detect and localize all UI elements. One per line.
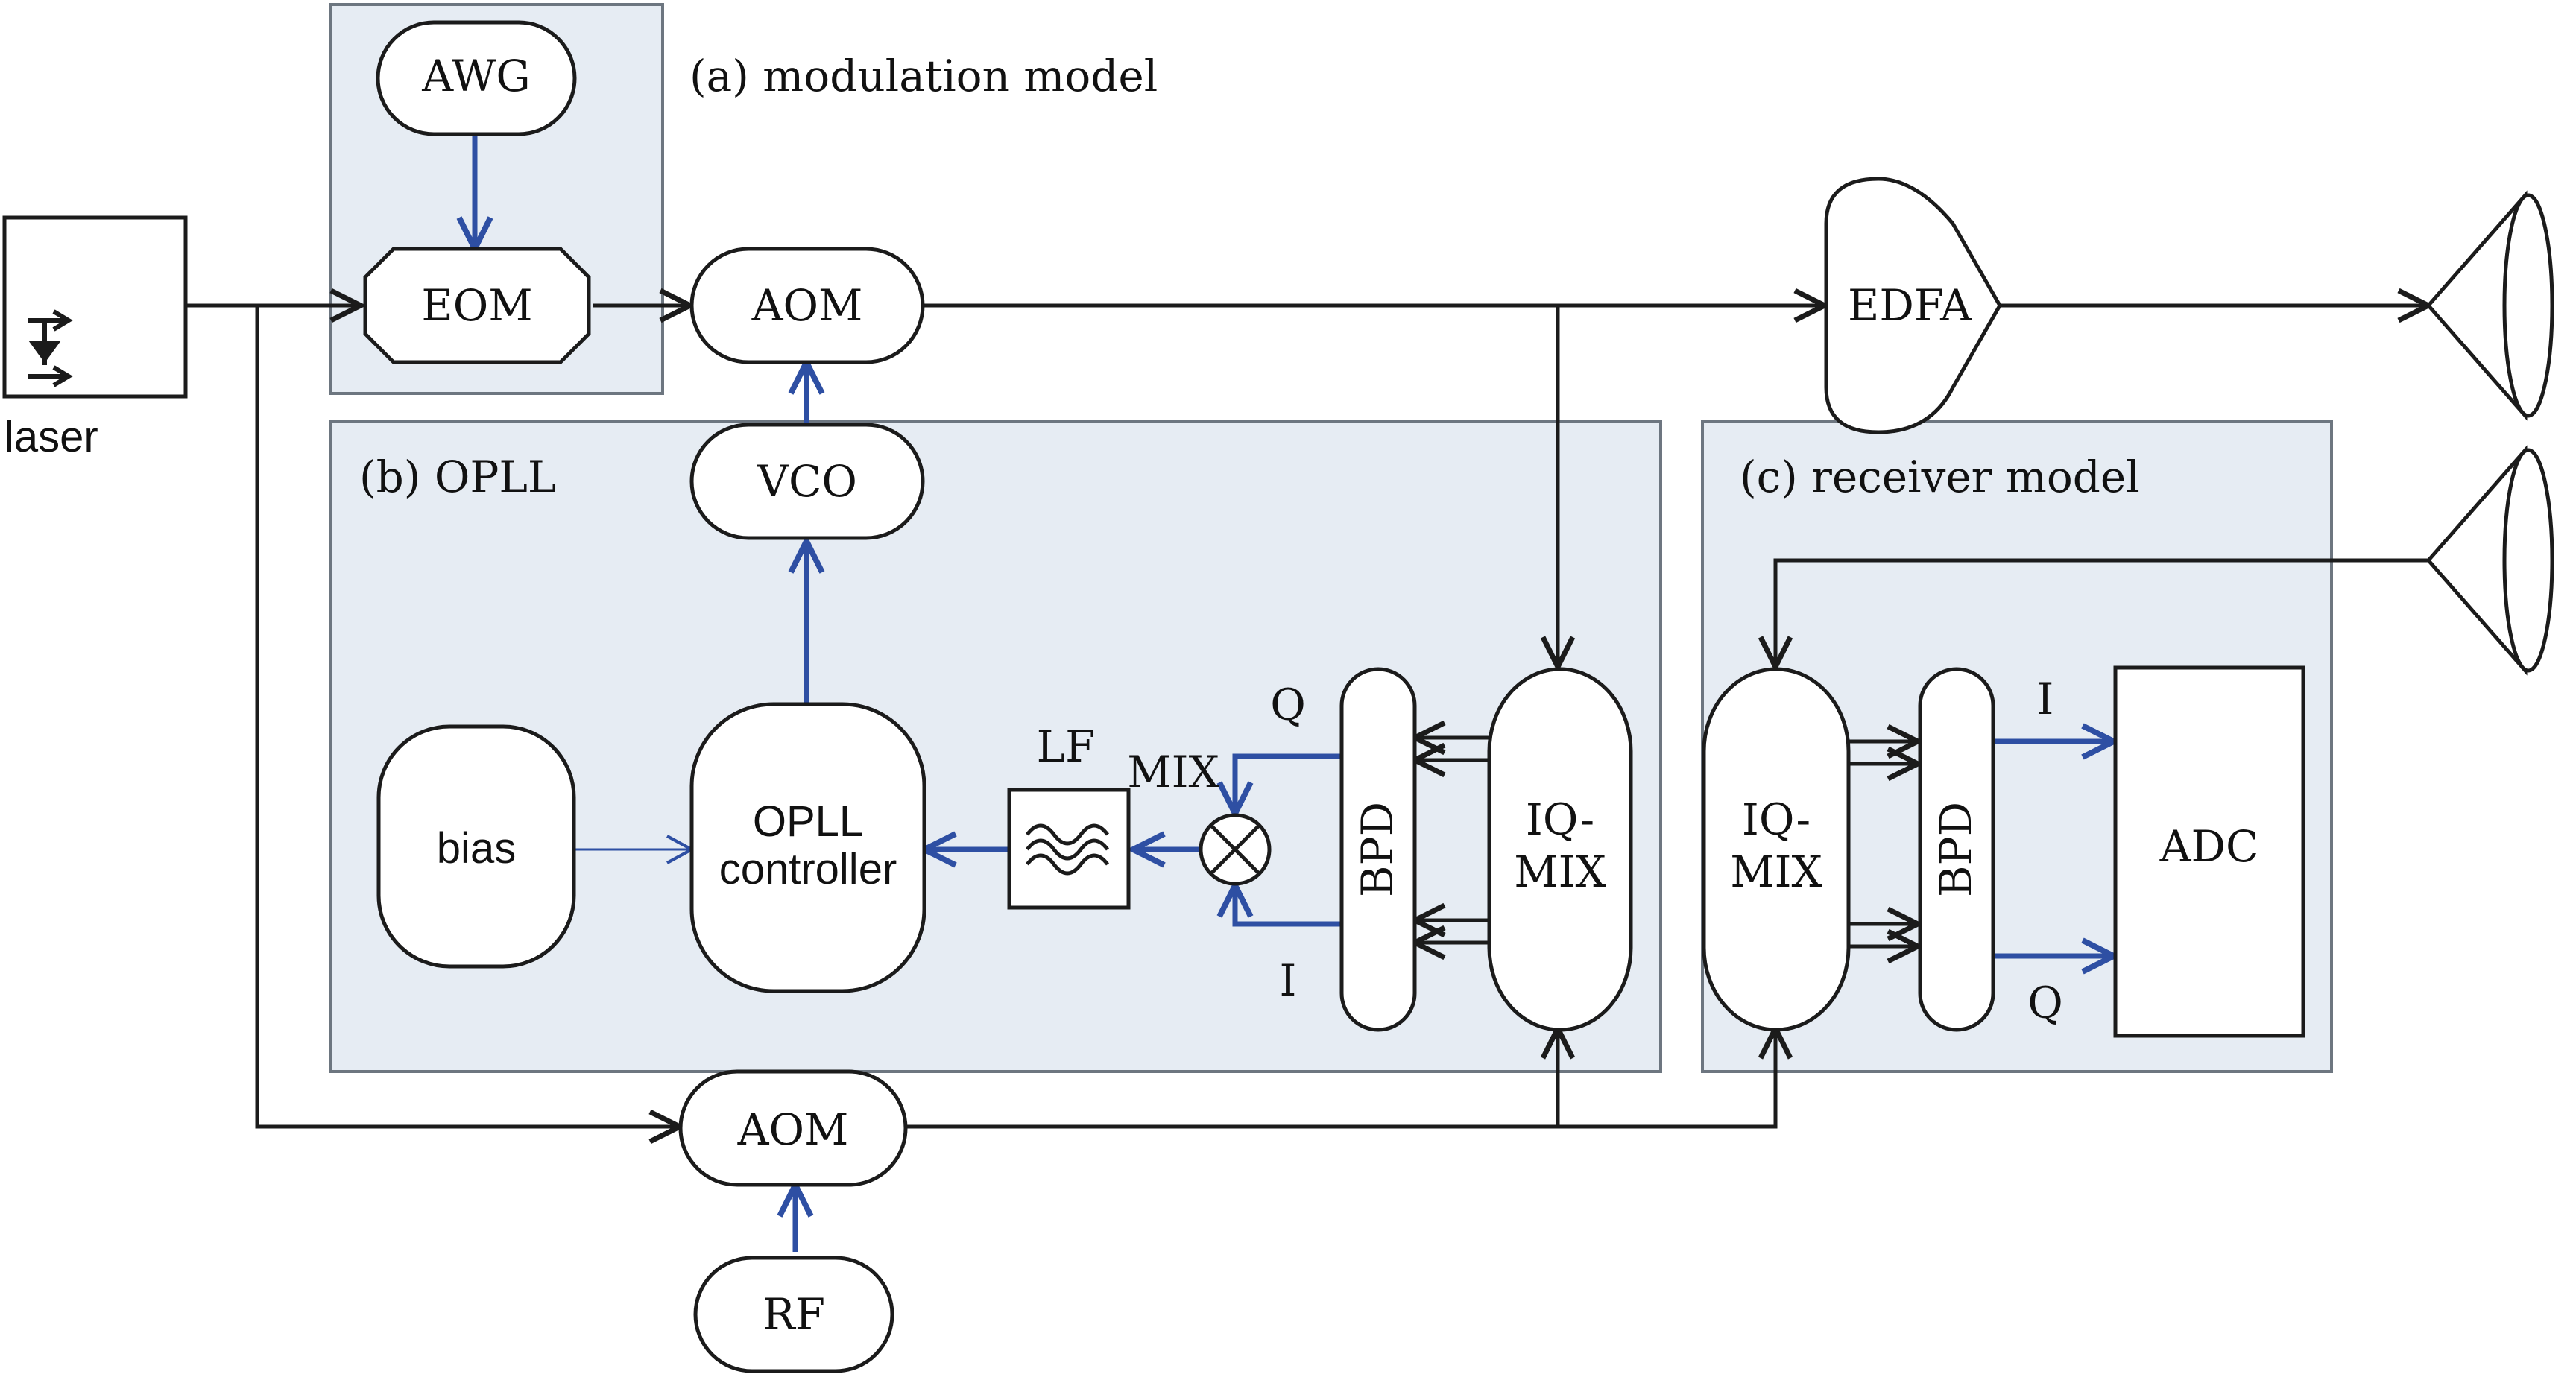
awg-label: AWG: [421, 51, 530, 101]
bpd-opll-label: BPD: [1352, 802, 1403, 897]
antenna-to-iqmix-rx-line: [1775, 558, 2428, 667]
iqmix-opll-label-line2: MIX: [1514, 846, 1606, 897]
mixer-icon: [1199, 813, 1272, 886]
iqmix-opll-block: [1487, 667, 1633, 1032]
i-to-mix-line: [1235, 885, 1342, 927]
laser-label: laser: [4, 413, 98, 461]
bpd-rx-block: [1918, 667, 1995, 1032]
adc-block: [2113, 665, 2305, 1038]
eom-label: EOM: [421, 280, 532, 331]
aom-bottom-label: AOM: [737, 1104, 849, 1155]
eom-block: [363, 247, 591, 364]
modulation-model-title: (a) modulation model: [689, 51, 1158, 101]
iqmix-rx-label-line2: MIX: [1730, 846, 1822, 897]
laser-box: [2, 215, 188, 399]
rx-q-label: Q: [2027, 978, 2063, 1028]
bias-block: [376, 724, 576, 969]
opll-title: (b) OPLL: [359, 452, 556, 502]
iqmix-rx-block: [1702, 667, 1851, 1032]
tx-antenna-icon: [2425, 190, 2554, 421]
iqmix-rx-label-line1: IQ-: [1742, 794, 1811, 845]
adc-label: ADC: [2159, 821, 2259, 872]
rx-i-label: I: [2037, 674, 2054, 724]
edfa-label: EDFA: [1848, 280, 1972, 331]
opll-controller-block: [689, 702, 926, 993]
iqmix-opll-label-line1: IQ-: [1526, 794, 1594, 845]
q-to-mix-line: [1235, 753, 1342, 814]
opll-i-label: I: [1280, 955, 1297, 1006]
vco-block: [689, 423, 925, 540]
mix-label: MIX: [1127, 747, 1219, 797]
opll-controller-label-line1: OPLL: [753, 797, 863, 846]
awg-block: [376, 20, 577, 136]
rf-block: [693, 1256, 894, 1373]
edfa-block: [1824, 177, 2002, 434]
aom-top-block: [689, 247, 925, 364]
bias-label: bias: [437, 824, 516, 873]
opll-q-label: Q: [1270, 680, 1306, 730]
laser-icon: [28, 309, 73, 387]
lf-label: LF: [1037, 721, 1096, 772]
rx-antenna-icon: [2425, 445, 2554, 676]
rf-label: RF: [763, 1289, 825, 1340]
vco-label: VCO: [757, 456, 857, 507]
receiver-model-title: (c) receiver model: [1740, 452, 2140, 502]
opll-controller-label-line2: controller: [719, 845, 897, 893]
aom-top-label: AOM: [751, 280, 863, 331]
filter-icon: [1026, 823, 1109, 876]
aom-bottom-block: [678, 1069, 908, 1187]
laser-to-aom-bottom-line: [255, 306, 680, 1127]
aom-bottom-to-iqmix-rx-line: [904, 1028, 1775, 1129]
bpd-opll-block: [1339, 667, 1417, 1032]
bpd-rx-label: BPD: [1931, 802, 1981, 897]
